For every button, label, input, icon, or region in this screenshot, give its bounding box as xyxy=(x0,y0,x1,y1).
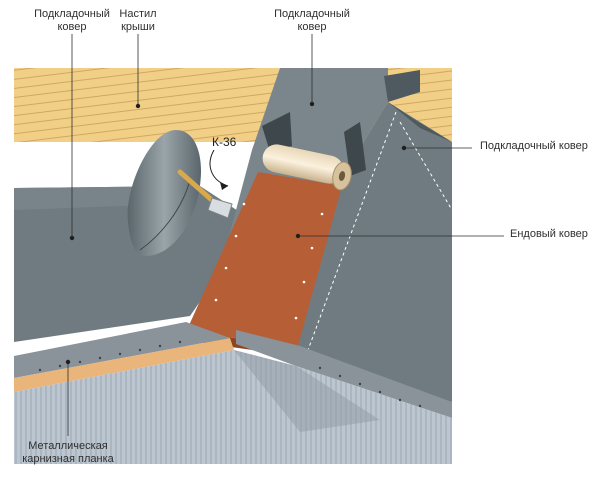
callout-underlay-top-center-line2: ковер xyxy=(297,21,327,33)
callout-underlay-top-left: Подкладочный ковер xyxy=(26,8,118,34)
trowel xyxy=(177,169,233,219)
underlay-fold-2 xyxy=(262,112,292,152)
adhesive-arrowhead xyxy=(220,182,228,190)
wall-shadow xyxy=(234,350,380,432)
callout-deck-line2: крыши xyxy=(121,21,155,33)
callout-deck: Настил крыши xyxy=(106,8,170,34)
carpet-nails xyxy=(214,202,324,320)
callout-deck-line1: Настил xyxy=(119,8,157,20)
callout-drip-edge-line2: карнизная планка xyxy=(22,453,114,465)
drip-edge-right xyxy=(236,330,452,418)
drip-edge-left-wood xyxy=(14,338,234,392)
valley-line-2 xyxy=(399,121,453,211)
underlay-left xyxy=(14,186,255,342)
callout-underlay-top-left-line1: Подкладочный xyxy=(34,8,110,20)
callout-underlay-right: Подкладочный ковер xyxy=(480,140,588,152)
underlay-top-center-shadow xyxy=(384,70,420,102)
callout-drip-edge: Металлическая карнизная планка xyxy=(12,440,124,466)
callout-valley: Ендовый ковер xyxy=(510,228,588,240)
carpet-roll xyxy=(262,144,352,191)
callout-underlay-top-center: Подкладочный ковер xyxy=(266,8,358,34)
valley-carpet xyxy=(186,172,342,346)
callout-underlay-top-center-line1: Подкладочный xyxy=(274,8,350,20)
adhesive-mark: К-36 xyxy=(212,135,237,149)
underlay-fold xyxy=(344,122,366,176)
nail-dots xyxy=(38,340,422,408)
callout-markers xyxy=(65,101,407,365)
callout-drip-edge-line1: Металлическая xyxy=(28,440,108,452)
callout-underlay-top-left-line2: ковер xyxy=(57,21,87,33)
adhesive-arrow xyxy=(209,149,229,187)
callout-lines xyxy=(67,34,504,436)
wall-left xyxy=(14,350,234,464)
underlay-roll xyxy=(127,130,202,256)
valley-line xyxy=(307,111,397,351)
